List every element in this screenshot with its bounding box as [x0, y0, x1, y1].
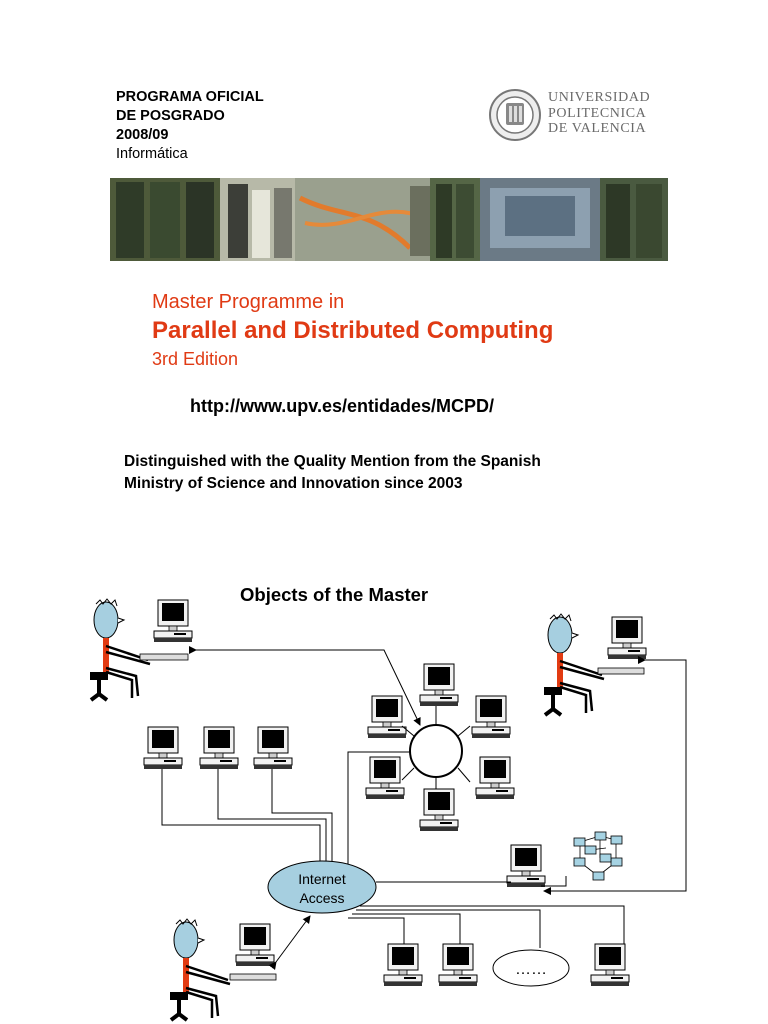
- university-seal-icon: [489, 89, 541, 141]
- header-line-3: 2008/09: [116, 127, 169, 143]
- header-line-4: Informática: [116, 146, 188, 162]
- computer-icon: [365, 756, 405, 800]
- computer-icon: [475, 756, 515, 800]
- university-name-line-1: UNIVERSIDAD: [548, 90, 651, 105]
- computer-icon: [419, 663, 459, 707]
- internet-label-line-2: Access: [299, 890, 344, 906]
- computer-icon: [199, 726, 239, 770]
- network-diagram: Internet Access ……: [0, 560, 687, 1024]
- university-name-line-2: POLITECNICA: [548, 105, 647, 121]
- computer-icon: [471, 695, 511, 739]
- title-line-1: Master Programme in: [152, 291, 345, 313]
- more-computers-ellipsis: ……: [515, 961, 547, 978]
- computer-icon: [383, 943, 423, 987]
- internet-label-line-1: Internet: [298, 871, 346, 887]
- computer-icon: [607, 616, 647, 660]
- person-at-computer-icon: [170, 919, 230, 1020]
- computer-icon: [506, 844, 546, 888]
- cube-cluster-icon: [573, 831, 623, 881]
- computer-icon: [367, 695, 407, 739]
- computer-icon: [153, 599, 193, 643]
- title-line-2: Parallel and Distributed Computing: [152, 317, 554, 344]
- computer-icon: [235, 923, 275, 967]
- diagram-heading: Objects of the Master: [240, 584, 429, 605]
- header-line-2: DE POSGRADO: [116, 108, 225, 124]
- computer-icon: [143, 726, 183, 770]
- photo-banner: [110, 178, 668, 261]
- title-line-3: 3rd Edition: [152, 349, 239, 369]
- university-name-line-3: DE VALENCIA: [548, 121, 647, 136]
- computer-icon: [590, 943, 630, 987]
- person-at-computer-icon: [90, 599, 150, 700]
- university-name: UNIVERSIDAD POLITECNICA DE VALENCIA: [548, 90, 650, 137]
- computer-icon: [438, 943, 478, 987]
- header-line-1: PROGRAMA OFICIAL: [116, 89, 264, 105]
- program-header: PROGRAMA OFICIAL DE POSGRADO 2008/09 Inf…: [116, 88, 264, 164]
- university-logo: UNIVERSIDAD POLITECNICA DE VALENCIA: [488, 88, 658, 144]
- programme-url[interactable]: http://www.upv.es/entidades/MCPD/: [190, 396, 495, 416]
- quality-mention-line-2: Ministry of Science and Innovation since…: [124, 475, 463, 492]
- programme-title: Master Programme in Parallel and Distrib…: [152, 290, 553, 371]
- ring-network-icon: [401, 706, 471, 789]
- computer-icon: [419, 788, 459, 832]
- quality-mention-line-1: Distinguished with the Quality Mention f…: [124, 453, 541, 470]
- quality-mention: Distinguished with the Quality Mention f…: [124, 451, 644, 495]
- person-at-computer-icon: [544, 614, 604, 715]
- computer-icon: [253, 726, 293, 770]
